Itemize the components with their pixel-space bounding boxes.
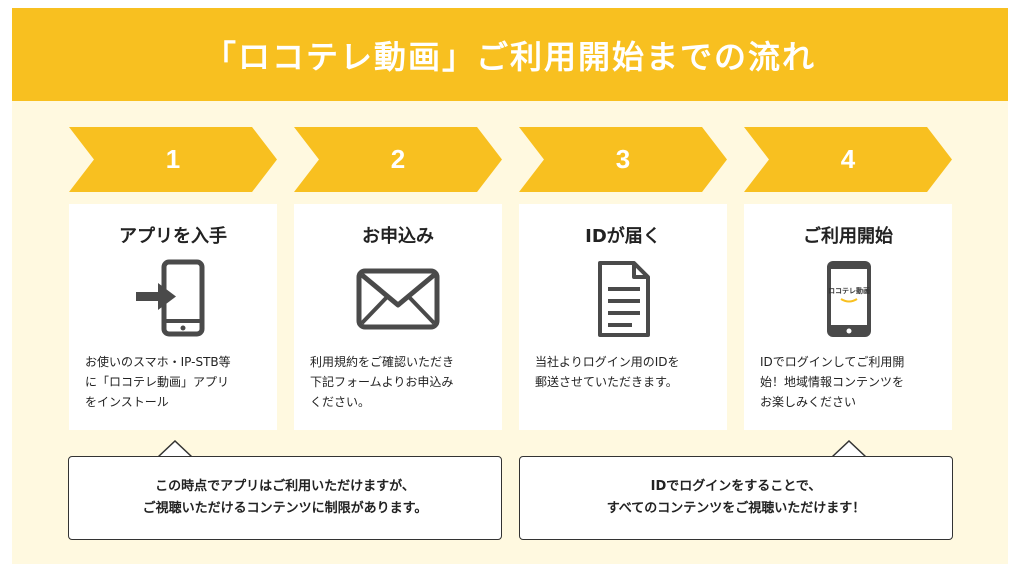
- step-4-title: ご利用開始: [803, 226, 893, 247]
- phone-app-icon: ロコテレ動画: [803, 259, 893, 339]
- step-1-description: お使いのスマホ・IP-STB等 に「ロコテレ動画」アプリ をインストール: [85, 355, 231, 409]
- step-2-title: お申込み: [362, 226, 434, 247]
- phone-enter-icon: [128, 259, 218, 339]
- note-1-bubble: この時点でアプリはご利用いただけますが、 ご視聴いただけるコンテンツに制限があり…: [68, 456, 502, 540]
- step-3-title: IDが届く: [585, 226, 661, 247]
- phone-screen-label: ロコテレ動画: [828, 286, 870, 295]
- step-1-number: 1: [165, 144, 181, 174]
- step-1-card: アプリを入手 お使いのスマホ・IP-STB等 に「ロコテレ動画」アプリ をインス…: [69, 204, 277, 430]
- step-4-card: ご利用開始 ロコテレ動画 IDでログインしてご利用開 始！地域情報コンテンツを …: [744, 204, 952, 430]
- step-3-chevron: 3: [519, 127, 727, 192]
- title-banner: 「ロコテレ動画」ご利用開始までの流れ: [12, 8, 1008, 101]
- step-4-number: 4: [840, 144, 856, 174]
- document-icon: [578, 259, 668, 339]
- page-title: 「ロコテレ動画」ご利用開始までの流れ: [203, 37, 816, 76]
- step-4-chevron: 4: [744, 127, 952, 192]
- step-2-number: 2: [390, 144, 406, 174]
- step-4-description: IDでログインしてご利用開 始！地域情報コンテンツを お楽しみください: [760, 355, 905, 409]
- step-2-chevron: 2: [294, 127, 502, 192]
- step-1-chevron: 1: [69, 127, 277, 192]
- note-1-text: この時点でアプリはご利用いただけますが、 ご視聴いただけるコンテンツに制限があり…: [142, 479, 428, 516]
- step-2-card: お申込み 利用規約をご確認いただき 下記フォームよりお申込み ください。: [294, 204, 502, 430]
- note-2-text: IDでログインをすることで、 すべてのコンテンツをご視聴いただけます！: [606, 479, 866, 516]
- step-3-number: 3: [615, 144, 631, 174]
- step-2-description: 利用規約をご確認いただき 下記フォームよりお申込み ください。: [310, 355, 455, 409]
- step-3-card: IDが届く 当社よりログイン用のIDを 郵送させていただきます。: [519, 204, 727, 430]
- step-3-description: 当社よりログイン用のIDを 郵送させていただきます。: [535, 355, 680, 389]
- envelope-icon: [353, 259, 443, 339]
- note-2-bubble: IDでログインをすることで、 すべてのコンテンツをご視聴いただけます！: [519, 456, 953, 540]
- step-1-title: アプリを入手: [119, 226, 227, 247]
